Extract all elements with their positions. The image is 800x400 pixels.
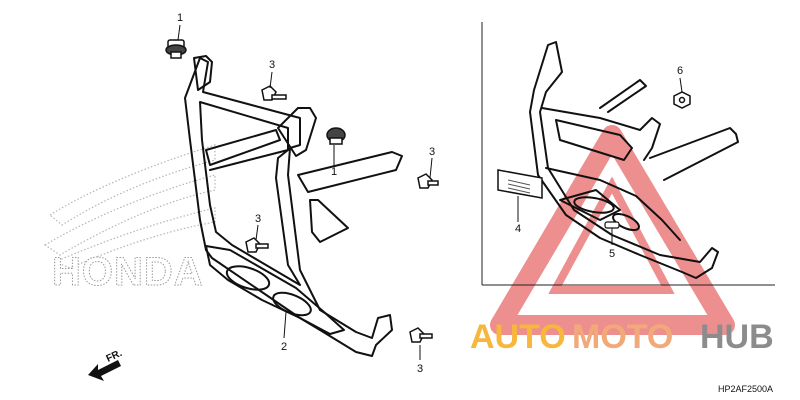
grommet-top bbox=[165, 39, 187, 59]
watermark-hub: HUB bbox=[700, 318, 774, 356]
front-direction-label: FR. bbox=[105, 348, 124, 365]
inset-frame bbox=[481, 22, 775, 286]
bolt-bottom bbox=[409, 327, 433, 343]
callout-2: 2 bbox=[281, 341, 287, 353]
grommet-mid bbox=[326, 127, 346, 145]
left-fasteners bbox=[165, 39, 439, 343]
reflector bbox=[497, 169, 543, 199]
background-brand-text: HONDA bbox=[52, 250, 204, 294]
callout-3-mid: 3 bbox=[255, 213, 261, 225]
leader-lines-right bbox=[517, 77, 683, 245]
diagram-part-code: HP2AF2500A bbox=[718, 384, 773, 394]
bolt-upper bbox=[261, 85, 287, 101]
callout-5: 5 bbox=[609, 248, 615, 260]
bolt-right bbox=[417, 173, 439, 189]
inset-guard bbox=[529, 41, 739, 279]
leader-lines-left bbox=[177, 24, 433, 360]
watermark-text: AUTO MOTO HUB bbox=[470, 318, 774, 356]
callout-4: 4 bbox=[515, 223, 521, 235]
front-guard-frame bbox=[184, 55, 403, 357]
callout-6: 6 bbox=[677, 65, 683, 77]
bolt-mid bbox=[245, 237, 269, 253]
front-direction-arrow: FR. bbox=[88, 348, 124, 381]
callout-1-mid: 1 bbox=[331, 166, 337, 178]
reflector-lens-pattern bbox=[507, 179, 531, 194]
watermark-moto: MOTO bbox=[572, 318, 673, 356]
watermark-auto: AUTO bbox=[470, 318, 566, 356]
watermark-triangle bbox=[490, 125, 735, 335]
honda-wing-logo bbox=[43, 144, 216, 269]
callout-3-right: 3 bbox=[429, 146, 435, 158]
reflector-clip bbox=[604, 221, 620, 229]
callout-3-upper: 3 bbox=[269, 59, 275, 71]
callout-1-top: 1 bbox=[177, 12, 183, 24]
callout-3-bottom: 3 bbox=[417, 363, 423, 375]
nut-inset bbox=[673, 91, 691, 109]
